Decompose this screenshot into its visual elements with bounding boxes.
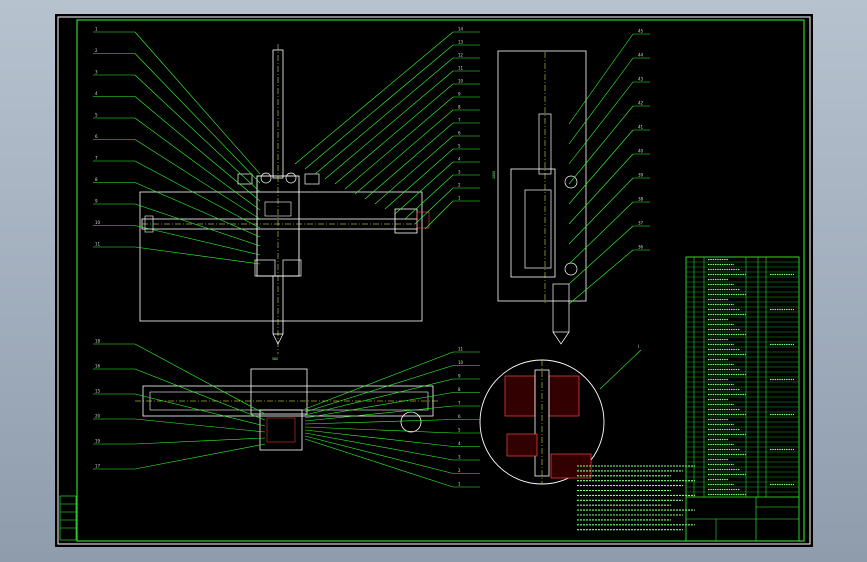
balloon-side-42: 42 <box>638 101 644 106</box>
balloon-right-10: 10 <box>458 79 464 84</box>
balloon-right-14: 14 <box>458 27 464 32</box>
balloon-bottom-right-5: 5 <box>458 428 461 433</box>
balloon-bottom-right-7: 7 <box>458 401 461 406</box>
balloon-right-12: 12 <box>458 53 464 58</box>
balloon-left-7: 7 <box>95 156 98 161</box>
balloon-right-5: 5 <box>458 144 461 149</box>
left-strip <box>59 495 77 541</box>
balloon-left-4: 4 <box>95 91 98 96</box>
balloon-left-11: 11 <box>95 242 101 247</box>
detail-view <box>479 359 605 485</box>
balloon-left-1: 1 <box>95 27 98 32</box>
balloon-bottom-right-3: 3 <box>458 455 461 460</box>
top-view <box>135 368 440 451</box>
balloon-left-5: 5 <box>95 113 98 118</box>
dimension-height: 1000 <box>492 171 496 179</box>
balloon-side-37: 37 <box>638 221 644 226</box>
leaders: 1234567891011141312111098765432145444342… <box>93 27 650 488</box>
balloon-side-39: 39 <box>638 173 644 178</box>
balloon-bottom-right-8: 8 <box>458 387 461 392</box>
detail-label: Ⅰ <box>638 344 639 349</box>
balloon-bottom-left-19: 19 <box>95 439 101 444</box>
dimension-width: 580 <box>272 357 278 361</box>
balloon-right-7: 7 <box>458 118 461 123</box>
notes-block <box>577 465 695 531</box>
balloon-side-45: 45 <box>638 29 644 34</box>
balloon-side-40: 40 <box>638 149 644 154</box>
balloon-side-38: 38 <box>638 197 644 202</box>
outer-border <box>57 16 811 545</box>
balloon-left-6: 6 <box>95 134 98 139</box>
parts-list <box>685 256 800 542</box>
balloon-right-3: 3 <box>458 170 461 175</box>
balloon-bottom-right-2: 2 <box>458 468 461 473</box>
balloon-left-9: 9 <box>95 199 98 204</box>
balloon-left-2: 2 <box>95 48 98 53</box>
balloon-bottom-right-4: 4 <box>458 441 461 446</box>
side-view <box>497 50 587 345</box>
balloon-bottom-right-6: 6 <box>458 414 461 419</box>
balloon-bottom-left-20: 20 <box>95 414 101 419</box>
inner-border <box>76 19 805 542</box>
balloon-bottom-left-16: 16 <box>95 364 101 369</box>
balloon-side-43: 43 <box>638 77 644 82</box>
balloon-side-36: 36 <box>638 245 644 250</box>
balloon-bottom-right-1: 1 <box>458 482 461 487</box>
balloon-bottom-left-15: 15 <box>95 389 101 394</box>
balloon-right-9: 9 <box>458 92 461 97</box>
balloon-right-4: 4 <box>458 157 461 162</box>
balloon-side-41: 41 <box>638 125 644 130</box>
balloon-right-6: 6 <box>458 131 461 136</box>
balloon-right-11: 11 <box>458 66 464 71</box>
balloon-left-10: 10 <box>95 220 101 225</box>
balloon-bottom-right-9: 9 <box>458 374 461 379</box>
balloon-left-8: 8 <box>95 177 98 182</box>
balloon-right-2: 2 <box>458 183 461 188</box>
balloon-left-3: 3 <box>95 70 98 75</box>
balloon-bottom-left-17: 17 <box>95 464 101 469</box>
balloon-right-8: 8 <box>458 105 461 110</box>
balloon-right-13: 13 <box>458 40 464 45</box>
balloon-side-44: 44 <box>638 53 644 58</box>
balloon-bottom-left-18: 18 <box>95 339 101 344</box>
balloon-right-1: 1 <box>458 196 461 201</box>
balloon-bottom-right-11: 11 <box>458 347 464 352</box>
cad-drawing: 1234567891011141312111098765432145444342… <box>57 16 811 545</box>
balloon-bottom-right-10: 10 <box>458 360 464 365</box>
front-view <box>139 44 430 354</box>
